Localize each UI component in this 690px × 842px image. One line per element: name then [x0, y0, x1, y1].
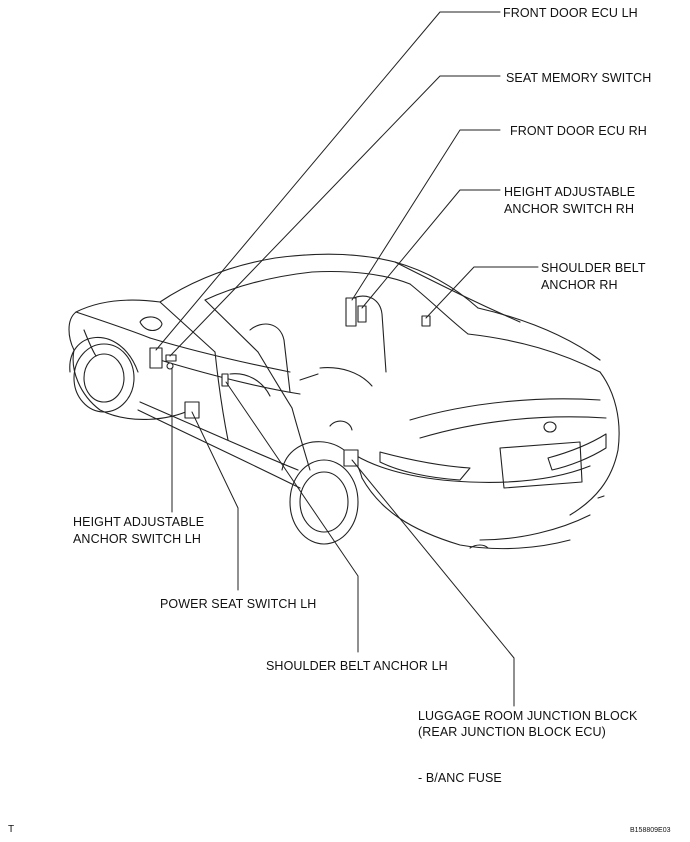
label-seat-memory-switch: SEAT MEMORY SWITCH [506, 71, 652, 85]
shoulder-belt-rh-marker [421, 315, 431, 327]
front-door-ecu-lh-marker [149, 347, 163, 369]
leader-height-adjustable-rh [361, 189, 501, 309]
label-height-adjustable-rh-line1: HEIGHT ADJUSTABLE [504, 185, 636, 199]
label-front-door-ecu-rh: FRONT DOOR ECU RH [510, 124, 647, 138]
leader-lines [155, 11, 539, 707]
car-body-outline [68, 253, 620, 550]
height-adjustable-lh-marker [166, 362, 174, 370]
label-height-adjustable-lh-line1: HEIGHT ADJUSTABLE [73, 515, 205, 529]
figure-id: B158809E03 [630, 827, 671, 834]
label-height-adjustable-rh-line2: ANCHOR SWITCH RH [504, 202, 635, 216]
leader-front-door-ecu-lh [155, 11, 501, 351]
label-front-door-ecu-lh: FRONT DOOR ECU LH [503, 6, 638, 20]
footer-left-mark: T [8, 824, 15, 835]
label-fuse-note: - B/ANC FUSE [418, 771, 502, 785]
seat-memory-switch-marker [165, 354, 177, 362]
front-door-ecu-rh-marker [345, 297, 357, 327]
leader-luggage-junction-block [351, 459, 515, 707]
luggage-junction-block-marker [343, 449, 359, 467]
leader-power-seat-switch-lh [191, 411, 239, 591]
leader-shoulder-belt-rh [425, 266, 539, 319]
label-height-adjustable-lh-line2: ANCHOR SWITCH LH [73, 532, 201, 546]
height-adjustable-rh-marker [357, 305, 367, 323]
label-shoulder-belt-anchor-lh: SHOULDER BELT ANCHOR LH [266, 659, 448, 673]
label-luggage-junction-line2: (REAR JUNCTION BLOCK ECU) [418, 725, 606, 739]
power-seat-switch-lh-marker [184, 401, 200, 419]
label-shoulder-belt-rh-line1: SHOULDER BELT [541, 261, 646, 275]
leader-seat-memory-switch [169, 75, 501, 357]
component-markers [149, 297, 431, 467]
label-shoulder-belt-rh-line2: ANCHOR RH [541, 278, 618, 292]
leader-front-door-ecu-rh [351, 129, 501, 301]
shoulder-belt-lh-marker [221, 373, 229, 387]
leader-shoulder-belt-lh [225, 381, 359, 653]
label-power-seat-switch-lh: POWER SEAT SWITCH LH [160, 597, 317, 611]
label-luggage-junction-line1: LUGGAGE ROOM JUNCTION BLOCK [418, 709, 638, 723]
